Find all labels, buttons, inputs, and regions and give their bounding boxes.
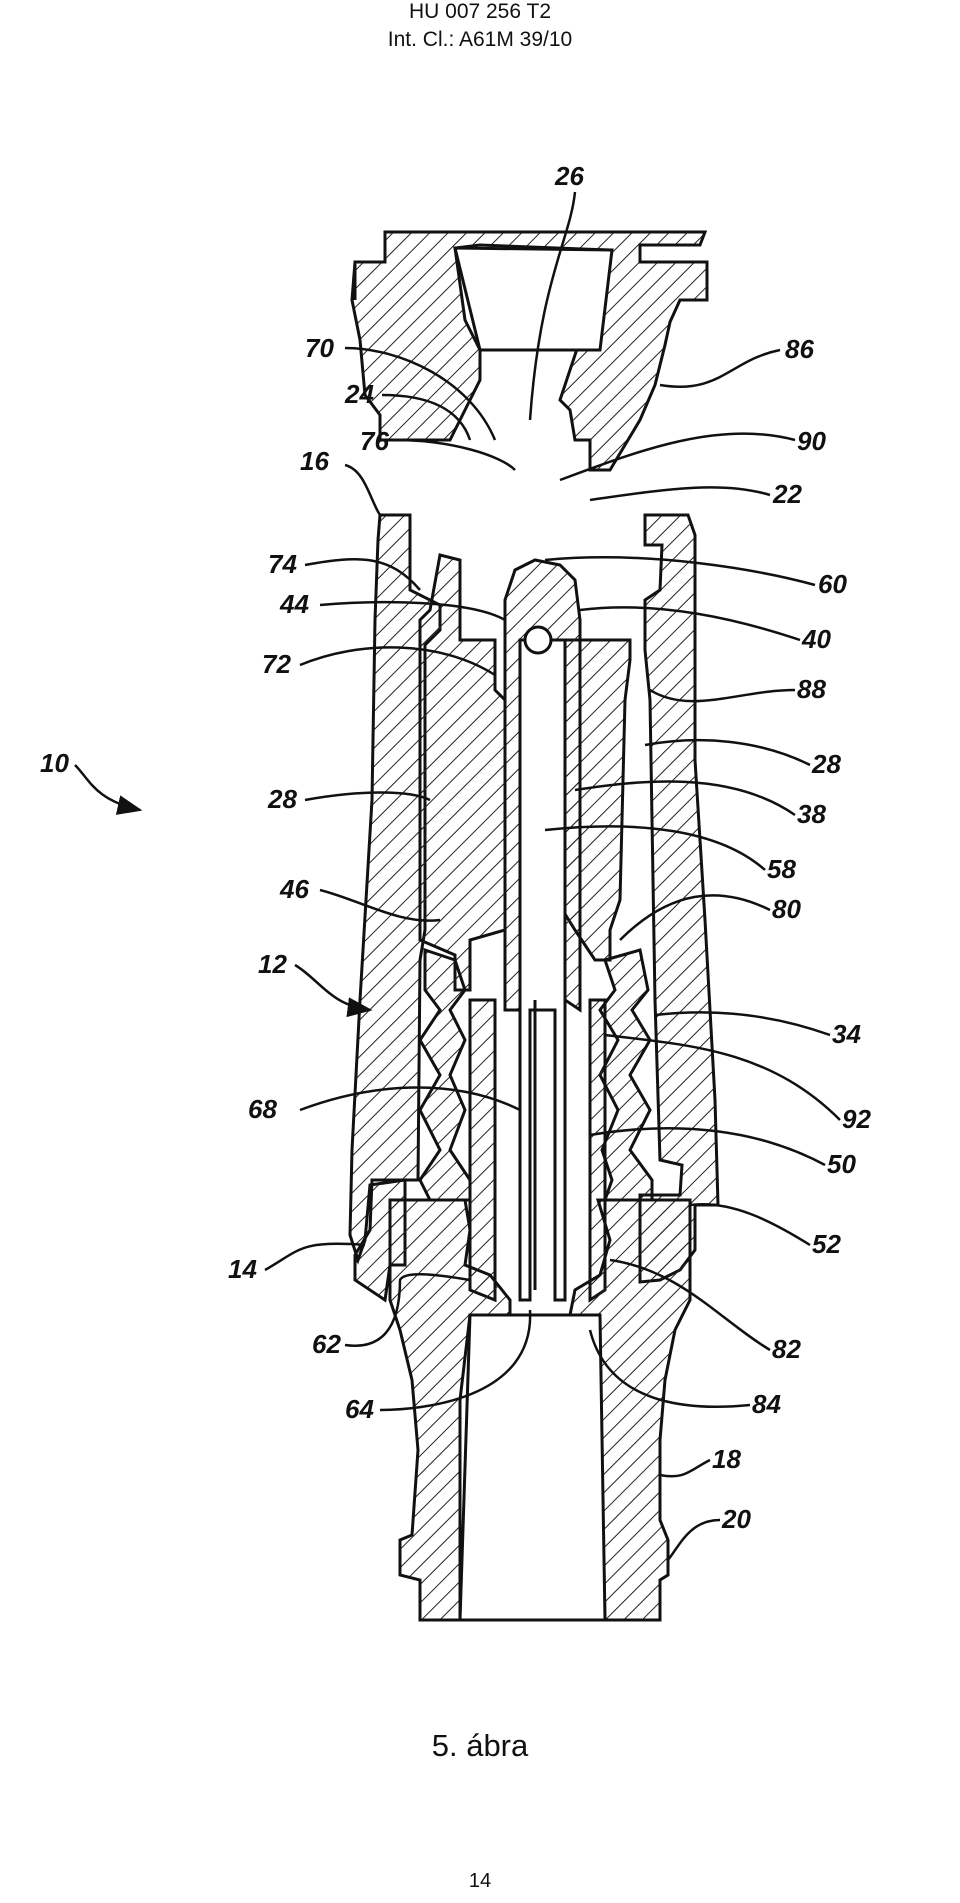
leader-24 (381, 393, 472, 441)
leader-12-arrow (294, 963, 373, 1018)
label-20: 20 (721, 1504, 751, 1534)
classification-code: Int. Cl.: A61M 39/10 (387, 28, 573, 51)
pin-tip-ball (523, 625, 553, 655)
lower-lumen (458, 1313, 607, 1622)
label-12: 12 (258, 949, 287, 979)
leader-62 (344, 1272, 471, 1347)
label-24: 24 (344, 379, 374, 409)
label-84: 84 (752, 1389, 781, 1419)
leader-74 (304, 558, 421, 591)
main-housing (348, 513, 720, 1303)
label-40: 40 (801, 624, 831, 654)
leader-70 (344, 346, 497, 441)
leader-84 (588, 1329, 751, 1409)
leader-28-right (644, 738, 811, 767)
label-26: 26 (554, 161, 584, 191)
leader-86 (659, 348, 781, 388)
leader-34 (654, 1011, 831, 1037)
label-90: 90 (797, 426, 826, 456)
label-22: 22 (772, 479, 802, 509)
label-88: 88 (797, 674, 826, 704)
label-44: 44 (279, 589, 309, 619)
leader-92 (604, 1033, 841, 1121)
label-34: 34 (832, 1019, 861, 1049)
leader-90 (559, 432, 796, 482)
leader-28-left (304, 791, 431, 802)
label-28-left: 28 (267, 784, 297, 814)
figure-caption: 5. ábra (431, 1728, 529, 1763)
label-60: 60 (818, 569, 847, 599)
leader-80 (619, 894, 771, 941)
leader-22 (589, 486, 771, 502)
top-luer-connector (350, 230, 709, 472)
leader-50 (589, 1127, 826, 1167)
label-62: 62 (312, 1329, 341, 1359)
leader-10-arrow (74, 764, 143, 815)
leader-38 (574, 780, 796, 817)
label-46: 46 (279, 874, 309, 904)
stem-ribs (468, 998, 607, 1303)
lower-connector (388, 1198, 692, 1622)
label-52: 52 (812, 1229, 841, 1259)
label-50: 50 (827, 1149, 856, 1179)
label-14: 14 (228, 1254, 257, 1284)
leader-72 (299, 646, 496, 677)
label-38: 38 (797, 799, 826, 829)
leader-82 (609, 1258, 771, 1352)
label-10: 10 (40, 748, 69, 778)
label-18: 18 (712, 1444, 741, 1474)
top-connector-bore (453, 246, 614, 352)
leader-52 (689, 1203, 811, 1247)
label-72: 72 (262, 649, 291, 679)
patent-figure: 26 70 86 24 76 90 16 22 74 60 44 40 72 8… (40, 161, 871, 1622)
leader-40 (579, 606, 801, 642)
leader-60 (544, 556, 816, 587)
leader-26 (528, 191, 577, 421)
leader-18 (659, 1458, 711, 1478)
leader-76 (394, 438, 516, 471)
label-80: 80 (772, 894, 801, 924)
label-28-right: 28 (811, 749, 841, 779)
leader-44 (319, 600, 506, 622)
label-70: 70 (305, 333, 334, 363)
label-76: 76 (360, 426, 389, 456)
label-74: 74 (268, 549, 297, 579)
leader-68 (299, 1086, 521, 1112)
label-68: 68 (248, 1094, 277, 1124)
label-82: 82 (772, 1334, 801, 1364)
label-58: 58 (767, 854, 796, 884)
bellows-left (418, 947, 472, 1202)
label-92: 92 (842, 1104, 871, 1134)
label-64: 64 (345, 1394, 374, 1424)
leader-16 (344, 463, 382, 516)
leader-46 (319, 888, 441, 922)
leader-20 (667, 1518, 721, 1561)
document-number: HU 007 256 T2 (408, 0, 552, 23)
leader-lines (74, 191, 841, 1561)
pin-lumen (518, 638, 567, 1302)
bellows-right (598, 948, 654, 1202)
leader-58 (544, 825, 766, 871)
leader-64 (379, 1309, 532, 1412)
label-86: 86 (785, 334, 814, 364)
page-number: 14 (468, 1870, 492, 1892)
leader-14 (264, 1242, 366, 1272)
leader-88 (649, 688, 796, 703)
label-16: 16 (300, 446, 329, 476)
